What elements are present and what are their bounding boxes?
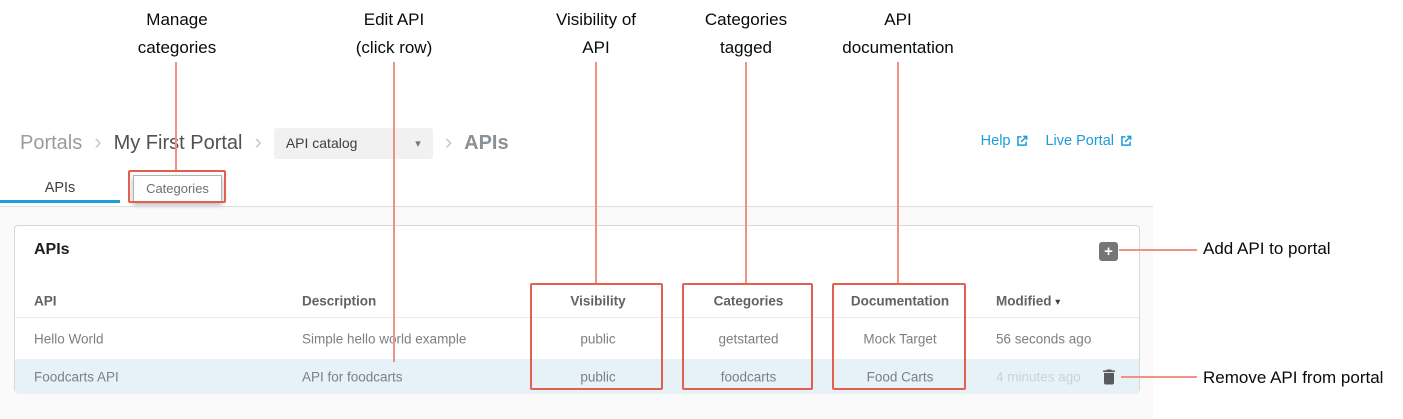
annotation-line-manage-categories	[175, 62, 177, 170]
cell-categories: foodcarts	[720, 369, 777, 384]
chevron-right-icon: ›	[444, 129, 453, 154]
annotation-line-documentation	[897, 62, 899, 283]
column-header-api: API	[34, 293, 57, 308]
callout-line: Visibility of	[556, 10, 636, 29]
annotation-line-remove-api	[1121, 376, 1197, 378]
table-header-row: API Description Visibility Categories Do…	[15, 284, 1139, 318]
callout-line: tagged	[720, 38, 772, 57]
annotation-line-visibility	[595, 62, 597, 283]
sort-desc-icon: ▾	[1055, 296, 1061, 306]
delete-api-button[interactable]	[1099, 366, 1119, 387]
external-link-icon	[1015, 134, 1029, 148]
cell-modified: 56 seconds ago	[996, 331, 1092, 346]
add-api-button[interactable]: +	[1099, 242, 1118, 261]
live-portal-link-label: Live Portal	[1045, 133, 1114, 149]
annotation-box-visibility-column	[530, 283, 663, 390]
column-header-categories: Categories	[713, 293, 784, 308]
dropdown-selected-value: API catalog	[285, 135, 358, 151]
callout-line: Manage	[146, 10, 208, 29]
tab-apis[interactable]: APIs	[44, 180, 76, 196]
breadcrumb-portals[interactable]: Portals	[20, 131, 83, 154]
callout-categories-tagged: Categories tagged	[658, 6, 834, 62]
annotation-box-categories-column	[682, 283, 813, 390]
breadcrumb-current-apis: APIs	[464, 131, 509, 154]
chevron-right-icon: ›	[94, 129, 102, 154]
callout-manage-categories: Manage categories	[89, 6, 265, 62]
table-row-hello-world[interactable]: Hello World Simple hello world example p…	[15, 318, 1139, 359]
callout-visibility: Visibility of API	[508, 6, 684, 62]
column-header-documentation: Documentation	[850, 293, 950, 308]
annotation-line-add-api	[1119, 249, 1197, 251]
cell-documentation: Mock Target	[863, 331, 937, 346]
apis-panel: APIs + API Description Visibility Catego…	[14, 225, 1140, 394]
annotation-line-categories	[745, 62, 747, 283]
callout-line: Edit API	[363, 10, 425, 29]
cell-description: API for foodcarts	[302, 369, 403, 384]
cell-description: Simple hello world example	[302, 331, 467, 346]
tab-bar: APIs Categories	[0, 173, 1153, 207]
callout-line: API	[884, 10, 912, 29]
column-header-modified-label: Modified	[996, 293, 1052, 308]
tab-categories[interactable]: Categories	[133, 175, 222, 202]
annotation-box-categories-tab	[128, 170, 226, 203]
callout-line: documentation	[842, 38, 954, 57]
breadcrumb: Portals › My First Portal › API catalog …	[20, 127, 509, 159]
panel-title: APIs	[34, 241, 70, 258]
header-links: Help Live Portal	[981, 133, 1133, 149]
annotation-line-edit-api	[393, 62, 395, 362]
callout-line: categories	[137, 38, 217, 57]
plus-icon: +	[1104, 243, 1113, 260]
callout-line: API	[582, 38, 610, 57]
cell-api: Foodcarts API	[34, 369, 119, 384]
cell-categories: getstarted	[718, 331, 779, 346]
chevron-right-icon: ›	[254, 129, 262, 154]
callout-edit-api: Edit API (click row)	[306, 6, 482, 62]
tab-bar-divider	[0, 206, 1153, 207]
callout-line: (click row)	[355, 38, 433, 57]
cell-visibility: public	[580, 331, 616, 346]
help-link[interactable]: Help	[981, 133, 1030, 149]
callout-add-api: Add API to portal	[1203, 239, 1331, 258]
chevron-down-icon: ▾	[415, 137, 421, 150]
live-portal-link[interactable]: Live Portal	[1045, 133, 1133, 149]
help-link-label: Help	[980, 133, 1011, 149]
column-header-description: Description	[302, 293, 377, 308]
cell-modified: 4 minutes ago	[996, 369, 1081, 384]
breadcrumb-portal-name[interactable]: My First Portal	[113, 131, 243, 154]
active-tab-underline	[0, 200, 120, 203]
api-catalog-dropdown[interactable]: API catalog ▾	[273, 127, 433, 159]
callout-line: Categories	[704, 10, 788, 29]
annotation-box-documentation-column	[832, 283, 966, 390]
column-header-modified[interactable]: Modified▾	[996, 293, 1060, 308]
cell-api: Hello World	[34, 331, 104, 346]
external-link-icon	[1119, 134, 1133, 148]
column-header-visibility: Visibility	[570, 293, 626, 308]
callout-api-documentation: API documentation	[810, 6, 986, 62]
cell-visibility: public	[580, 369, 616, 384]
callout-remove-api: Remove API from portal	[1203, 368, 1384, 387]
cell-documentation: Food Carts	[866, 369, 934, 384]
